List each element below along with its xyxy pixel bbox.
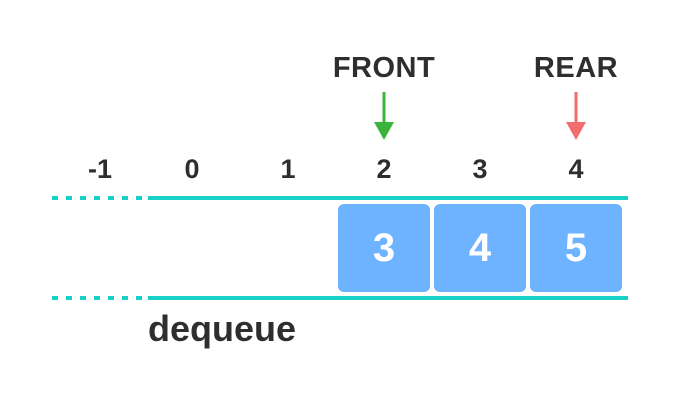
index-label: -1 — [87, 154, 112, 184]
queue-cell: 5 — [530, 204, 622, 292]
front-label: FRONT — [332, 52, 436, 84]
front-arrow-icon — [374, 92, 394, 140]
index-label: 4 — [568, 154, 584, 184]
index-label: 2 — [376, 154, 392, 184]
index-label: 3 — [472, 154, 488, 184]
rear-arrow-icon — [566, 92, 586, 140]
rear-label: REAR — [533, 52, 619, 84]
operation-caption: dequeue — [148, 308, 297, 349]
index-label: 0 — [184, 154, 200, 184]
queue-cell: 3 — [338, 204, 430, 292]
index-label: 1 — [280, 154, 296, 184]
queue-cell: 4 — [434, 204, 526, 292]
